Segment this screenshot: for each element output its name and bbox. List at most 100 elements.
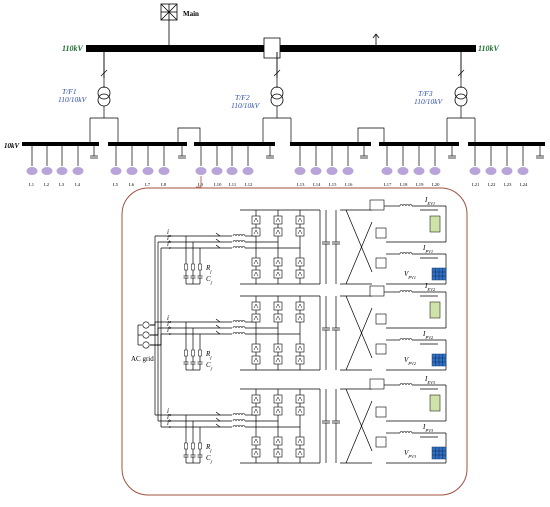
inductor-icon — [235, 332, 240, 335]
detail-callout-frame — [121, 187, 468, 496]
load-icon — [501, 167, 513, 175]
switch-icon — [295, 301, 305, 311]
load-label: L4 — [75, 182, 81, 187]
inductor-icon — [408, 204, 413, 207]
main-grid-label: Main — [183, 10, 199, 18]
mv-busbar-3 — [194, 142, 275, 146]
load-l4: L4 — [72, 146, 84, 187]
load-l14: L14 — [310, 146, 322, 187]
transformer-winding-icon — [454, 93, 468, 107]
mv-busbar-2 — [108, 142, 187, 146]
inductor-icon — [232, 246, 237, 249]
load-icon — [158, 167, 170, 175]
bus-coupler-2 — [357, 127, 385, 142]
load-icon — [397, 167, 409, 175]
pv-switch-icon — [375, 343, 387, 355]
inductor-icon — [238, 419, 243, 422]
load-label: L3 — [59, 182, 65, 187]
mv-busbar-5 — [379, 142, 459, 146]
switch-icon — [273, 215, 283, 225]
filter-c-label: Cf — [206, 454, 213, 464]
transformer-ratio: 110/10kV — [231, 101, 261, 110]
inductor-icon — [235, 320, 240, 323]
inductor-icon — [232, 234, 237, 237]
inductor-icon — [408, 338, 413, 341]
filter-c-label: Cf — [206, 275, 213, 285]
switch-icon — [251, 436, 261, 446]
inductor-icon — [405, 204, 410, 207]
load-icon — [413, 167, 425, 175]
load-l21: L21 — [469, 146, 481, 187]
switch-icon — [295, 215, 305, 225]
phase-current-label: ia — [167, 228, 172, 238]
hv-voltage-left: 110kV — [62, 44, 84, 53]
load-icon — [294, 167, 306, 175]
load-icon — [429, 167, 441, 175]
pv-current-label: IPV3 — [422, 423, 434, 433]
hv-busbar-right — [280, 45, 476, 52]
load-l24: L24 — [517, 146, 529, 187]
load-icon — [310, 167, 322, 175]
load-label: L11 — [229, 182, 237, 187]
detail-link — [196, 176, 202, 188]
load-icon — [485, 167, 497, 175]
resistor-icon — [191, 349, 195, 357]
load-l6: L6 — [126, 146, 138, 187]
pv-switch-icon — [375, 436, 387, 448]
load-icon — [381, 167, 393, 175]
load-l15: L15 — [326, 146, 338, 187]
load-label: L6 — [129, 182, 135, 187]
filter-r-label: Rf — [205, 264, 212, 274]
transformer-feeder-3 — [446, 117, 476, 142]
inductor-icon — [235, 240, 240, 243]
ev-switch-icon — [369, 378, 385, 390]
inductor-icon — [232, 413, 237, 416]
ac-grid-label: AC grid — [131, 355, 154, 363]
inductor-icon — [235, 419, 240, 422]
load-icon — [110, 167, 122, 175]
phase-current-label: ia — [167, 314, 172, 324]
bus-capacitor — [448, 146, 456, 159]
load-icon — [326, 167, 338, 175]
switch-icon — [273, 436, 283, 446]
load-icon — [41, 167, 53, 175]
inductor-icon — [241, 320, 246, 323]
switch-icon — [295, 394, 305, 404]
mv-busbar-6 — [468, 142, 545, 146]
ev-switch-icon — [375, 313, 387, 325]
inductor-icon — [235, 326, 240, 329]
transformer-name: T/F3 — [418, 89, 433, 98]
switch-icon — [251, 343, 261, 353]
inductor-icon — [402, 338, 407, 341]
resistor-icon — [198, 442, 202, 450]
resistor-icon — [191, 442, 195, 450]
switch-icon — [273, 448, 283, 458]
battery-icon — [429, 301, 441, 319]
phase-current-label: ib — [167, 234, 172, 244]
phase-current-label: ic — [167, 419, 171, 429]
ac-grid: AC grid — [131, 321, 154, 363]
load-icon — [126, 167, 138, 175]
inductor-icon — [232, 332, 237, 335]
inductor-icon — [241, 234, 246, 237]
inductor-icon — [235, 234, 240, 237]
load-icon — [72, 167, 84, 175]
switch-icon — [295, 257, 305, 267]
inductor-icon — [399, 204, 404, 207]
ev-switch-icon — [375, 227, 387, 239]
load-l7: L7 — [142, 146, 154, 187]
resistor-icon — [184, 263, 188, 271]
inductor-icon — [399, 431, 404, 434]
pv-voltage-label: VPV2 — [404, 356, 417, 366]
load-label: L23 — [504, 182, 512, 187]
inductor-icon — [408, 431, 413, 434]
transformer-winding-icon — [270, 86, 284, 100]
phase-current-label: ic — [167, 240, 171, 250]
transformer-ratio: 110/10kV — [58, 95, 88, 104]
load-l12: L12 — [242, 146, 254, 187]
inductor-icon — [408, 252, 413, 255]
switch-icon — [251, 313, 261, 323]
resistor-icon — [191, 263, 195, 271]
